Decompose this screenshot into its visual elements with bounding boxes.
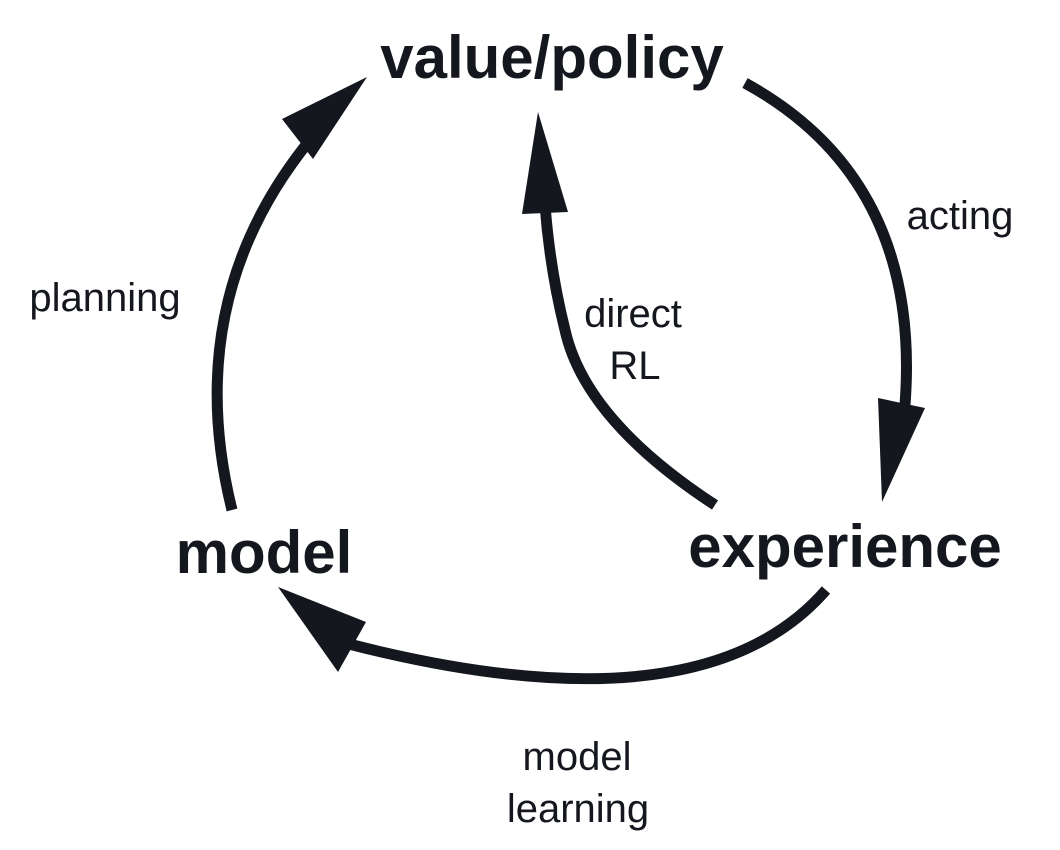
model-learning-arrowhead	[278, 587, 366, 672]
node-value-policy: value/policy	[380, 24, 724, 91]
node-model: model	[176, 519, 353, 586]
planning-arrow	[211, 77, 367, 512]
planning-arrow-shaft	[211, 136, 315, 512]
acting-arrow	[742, 78, 925, 502]
edge-label-direct-rl-line1: direct	[584, 292, 682, 336]
edge-label-model-learning-line1: model	[523, 735, 632, 779]
node-experience: experience	[688, 513, 1002, 580]
acting-arrowhead	[878, 398, 925, 502]
planning-arrowhead	[282, 77, 367, 159]
edge-label-planning: planning	[29, 276, 180, 320]
model-learning-arrow	[278, 586, 831, 685]
direct-rl-arrow-shaft	[539, 204, 719, 510]
edge-label-model-learning-line2: learning	[507, 787, 649, 831]
acting-arrow-shaft	[742, 78, 912, 406]
direct-rl-arrowhead	[522, 112, 568, 214]
edge-label-direct-rl-line2: RL	[609, 344, 660, 388]
direct-rl-arrow	[522, 112, 719, 510]
edge-label-acting: acting	[907, 194, 1014, 238]
model-learning-arrow-shaft	[343, 586, 831, 685]
